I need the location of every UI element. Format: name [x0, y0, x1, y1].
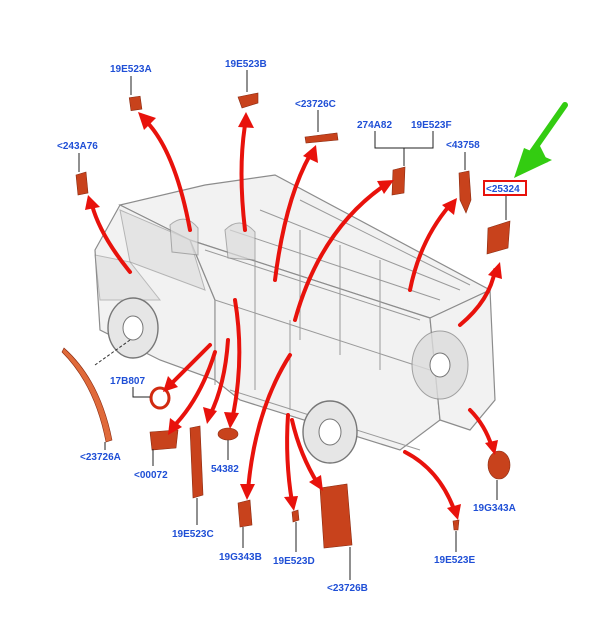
green-pointer-arrow	[514, 102, 568, 178]
parts	[61, 92, 511, 549]
label-19G343B[interactable]: 19G343B	[219, 552, 262, 563]
part-19E523D	[291, 509, 300, 523]
part-25324	[486, 220, 511, 255]
part-243A76	[75, 171, 89, 196]
part-19G343B	[237, 499, 253, 528]
part-19E523E	[452, 519, 460, 531]
part-43758	[458, 170, 472, 214]
label-19E523F[interactable]: 19E523F	[411, 120, 452, 131]
label-19E523B[interactable]: 19E523B	[225, 59, 267, 70]
label-243A76[interactable]: <243A76	[57, 141, 98, 152]
label-25324[interactable]: <25324	[486, 184, 520, 195]
label-43758[interactable]: <43758	[446, 140, 480, 151]
part-23726B	[319, 483, 353, 549]
label-23726C[interactable]: <23726C	[295, 99, 336, 110]
label-19E523C[interactable]: 19E523C	[172, 529, 214, 540]
label-54382[interactable]: 54382	[211, 464, 239, 475]
leader-lines	[78, 70, 507, 580]
label-23726B[interactable]: <23726B	[327, 583, 368, 594]
label-23726A[interactable]: <23726A	[80, 452, 121, 463]
red-arrows	[85, 112, 502, 520]
label-19E523D[interactable]: 19E523D	[273, 556, 315, 567]
part-23726A	[61, 347, 113, 443]
part-00072	[149, 429, 179, 451]
part-274A82	[391, 166, 406, 196]
label-19E523E[interactable]: 19E523E	[434, 555, 475, 566]
van-illustration	[94, 174, 496, 464]
part-19G343A	[487, 450, 511, 480]
part-labels: 19E523A 19E523B <23726C 274A82 19E523F <…	[57, 59, 520, 594]
part-19E523A	[128, 95, 143, 111]
dashed-leader	[94, 339, 131, 366]
label-19E523A[interactable]: 19E523A	[110, 64, 152, 75]
part-54382	[217, 427, 239, 441]
part-23726C	[304, 132, 339, 144]
part-17B807	[149, 386, 171, 410]
label-00072[interactable]: <00072	[134, 470, 168, 481]
label-17B807[interactable]: 17B807	[110, 376, 145, 387]
highlight-box	[483, 180, 527, 196]
label-274A82[interactable]: 274A82	[357, 120, 392, 131]
label-19G343A[interactable]: 19G343A	[473, 503, 516, 514]
part-19E523C	[189, 425, 204, 499]
part-19E523B	[237, 92, 259, 109]
